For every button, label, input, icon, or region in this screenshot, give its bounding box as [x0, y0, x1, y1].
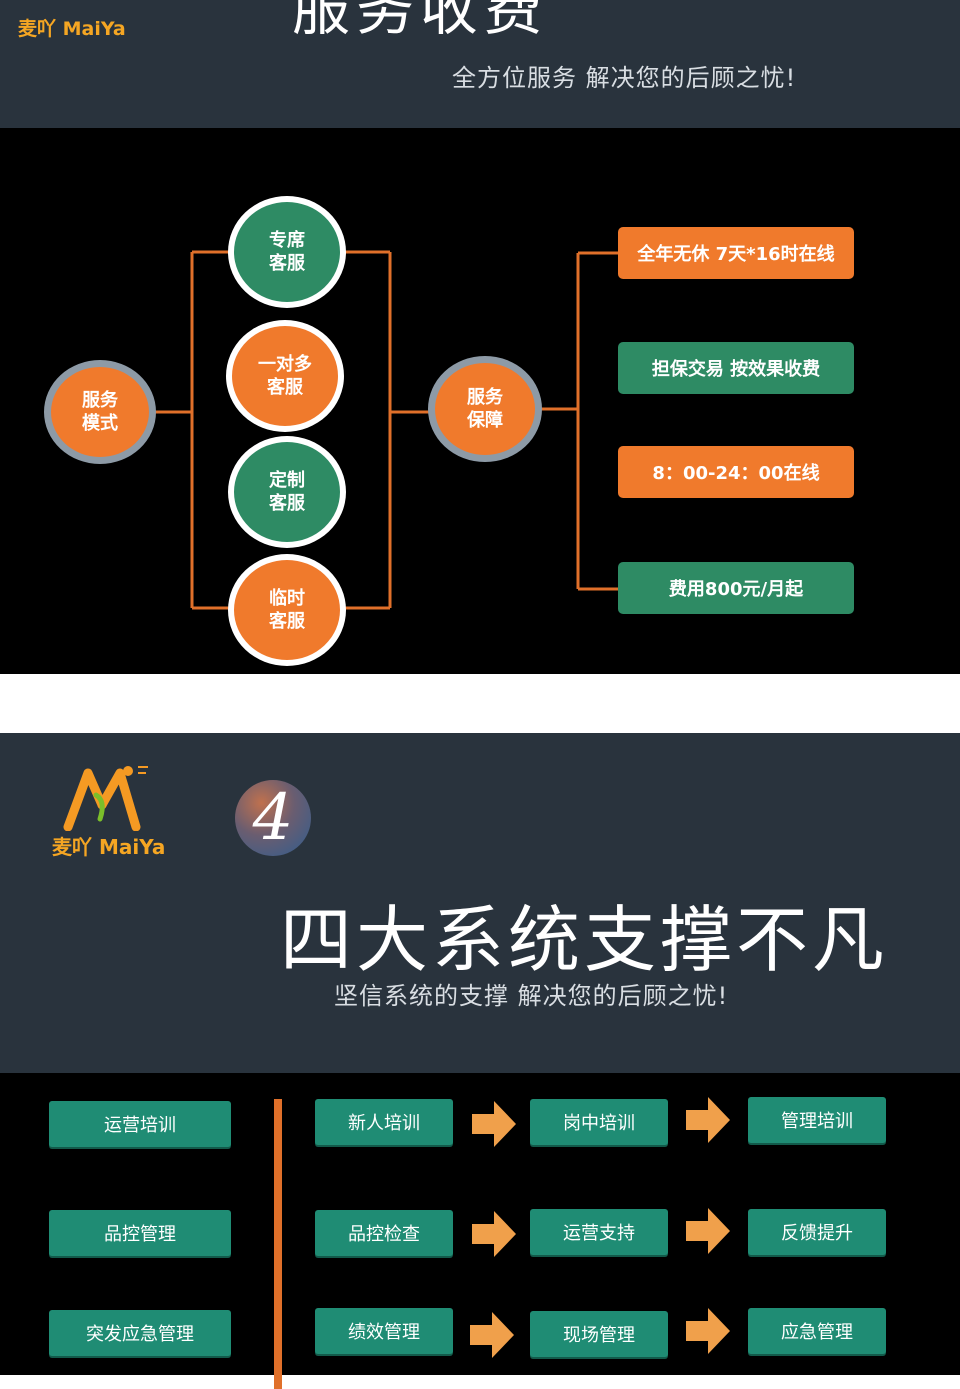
step-performance-management: 绩效管理	[315, 1308, 453, 1354]
step-management-training: 管理培训	[748, 1097, 886, 1143]
hub-right-line1: 服务	[467, 387, 503, 408]
service-guarantee-hub: 服务 保障	[428, 356, 542, 462]
hub-right-line2: 保障	[467, 410, 503, 431]
page-title: 四大系统支撑不凡	[280, 898, 889, 982]
arrow-right-icon	[472, 1101, 516, 1147]
category-emergency-management: 突发应急管理	[49, 1310, 231, 1356]
guarantee-escrow-trade: 担保交易 按效果收费	[618, 342, 854, 394]
maiya-logo: 麦吖 MaiYa	[18, 0, 128, 40]
divider-line	[274, 1099, 282, 1389]
logo-mark-icon	[63, 766, 148, 831]
logo-text: 麦吖 MaiYa	[18, 18, 126, 40]
service-model-diagram: 服务 模式 专席 客服 一对多 客服 定制 客服 临时 客服 服务 保障 全年无…	[0, 128, 960, 674]
number-badge: 4	[235, 780, 311, 856]
arrow-right-icon	[686, 1308, 730, 1354]
step-on-job-training: 岗中培训	[530, 1099, 668, 1145]
page-subtitle: 坚信系统的支撑 解决您的后顾之忧!	[334, 982, 729, 1010]
mode-custom-service: 定制 客服	[228, 436, 346, 548]
step-quality-inspection: 品控检查	[315, 1210, 453, 1256]
connector-lines	[154, 250, 620, 610]
maiya-logo: 麦吖 MaiYa	[52, 765, 172, 859]
mode-label-line1: 一对多	[258, 354, 312, 375]
mode-label-line1: 定制	[269, 470, 305, 491]
mode-label-line1: 临时	[269, 588, 305, 609]
mode-temporary-service: 临时 客服	[228, 554, 346, 666]
service-fee-header: 麦吖 MaiYa 服务收费 全方位服务 解决您的后顾之忧!	[0, 0, 960, 128]
step-new-hire-training: 新人培训	[315, 1099, 453, 1145]
logo-text: 麦吖 MaiYa	[52, 835, 166, 859]
arrow-right-icon	[686, 1097, 730, 1143]
guarantee-always-online: 全年无休 7天*16时在线	[618, 227, 854, 279]
mode-label-line2: 客服	[269, 611, 305, 632]
arrow-right-icon	[470, 1312, 514, 1358]
four-systems-header: 麦吖 MaiYa 4 四大系统支撑不凡 坚信系统的支撑 解决您的后顾之忧!	[0, 733, 960, 1073]
mode-label-line2: 客服	[267, 377, 303, 398]
hub-left-line2: 模式	[82, 413, 118, 434]
page-subtitle: 全方位服务 解决您的后顾之忧!	[452, 64, 797, 92]
page-title: 服务收费	[292, 0, 549, 43]
guarantee-online-hours: 8：00-24：00在线	[618, 446, 854, 498]
four-systems-diagram: 运营培训 品控管理 突发应急管理 新人培训 岗中培训 管理培训 品控检查 运营支…	[0, 1073, 960, 1389]
arrow-right-icon	[686, 1208, 730, 1254]
mode-one-to-many-service: 一对多 客服	[226, 320, 344, 432]
guarantee-fee: 费用800元/月起	[618, 562, 854, 614]
step-feedback-improvement: 反馈提升	[748, 1209, 886, 1255]
service-mode-hub: 服务 模式	[44, 360, 156, 464]
mode-dedicated-service: 专席 客服	[228, 196, 346, 308]
hub-left-line1: 服务	[82, 390, 118, 411]
badge-number: 4	[252, 781, 294, 855]
step-onsite-management: 现场管理	[530, 1311, 668, 1357]
category-quality-control: 品控管理	[49, 1210, 231, 1256]
mode-label-line1: 专席	[269, 230, 305, 251]
mode-label-line2: 客服	[269, 493, 305, 514]
step-operations-support: 运营支持	[530, 1209, 668, 1255]
category-operations-training: 运营培训	[49, 1101, 231, 1147]
mode-label-line2: 客服	[269, 253, 305, 274]
arrow-right-icon	[472, 1211, 516, 1257]
step-emergency-handling: 应急管理	[748, 1308, 886, 1354]
